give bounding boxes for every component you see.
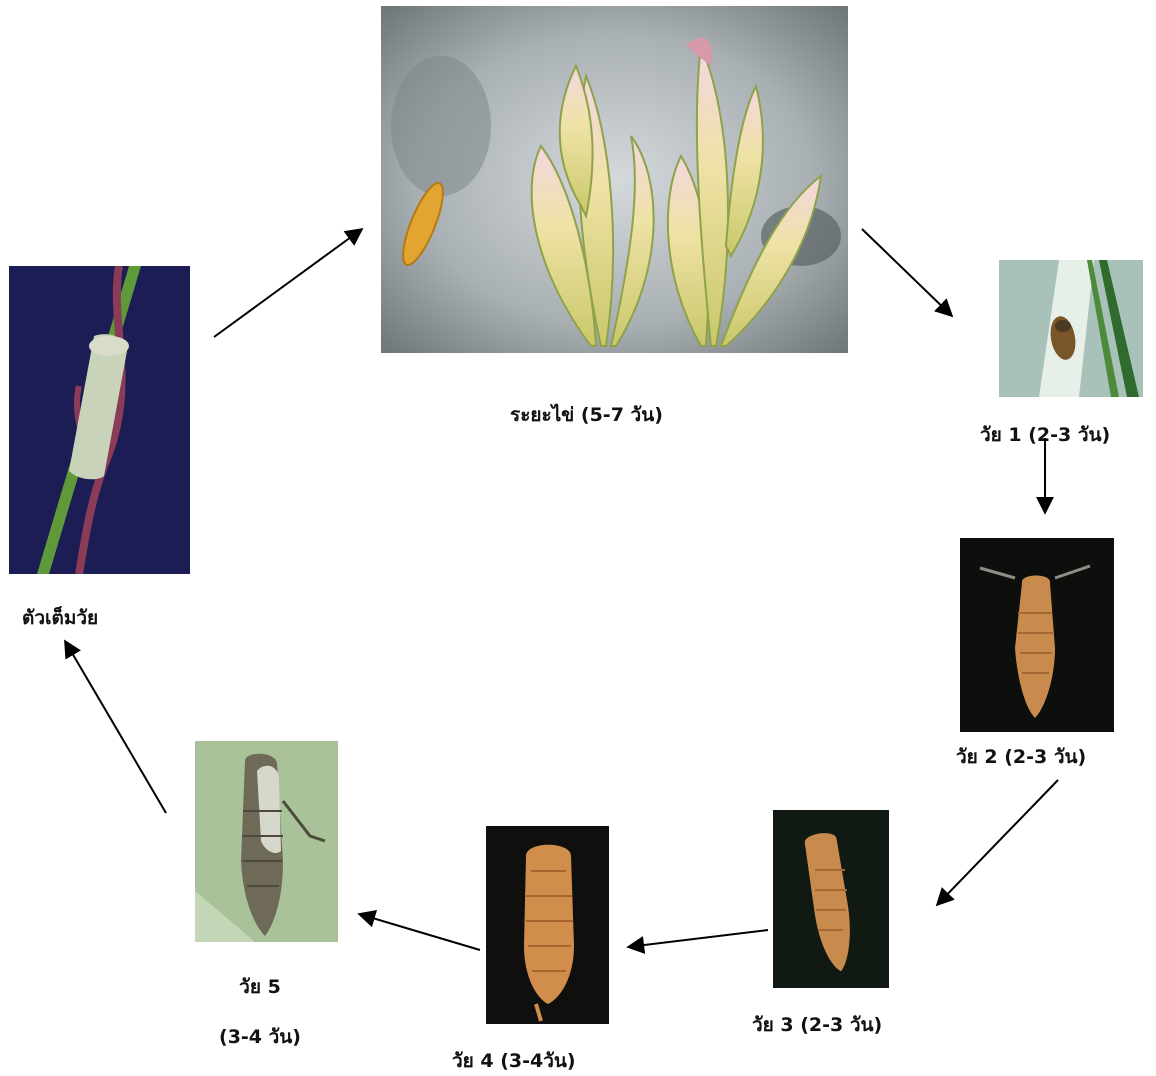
- nymph-2-label: วัย 2 (2-3 วัน): [956, 742, 1156, 772]
- nymph-5-photo: [195, 741, 338, 942]
- nymph-3-label: วัย 3 (2-3 วัน): [752, 1010, 952, 1040]
- nymph-5-label: วัย 5: [200, 972, 320, 1002]
- arrow-adult-to-egg: [214, 229, 362, 337]
- nymph-5-duration-label: (3-4 วัน): [200, 1022, 320, 1052]
- egg-stage-label: ระยะไข่ (5-7 วัน): [510, 400, 730, 430]
- nymph-3-photo: [773, 810, 889, 988]
- nymph-2-photo: [960, 538, 1114, 732]
- adult-label: ตัวเต็มวัย: [22, 603, 182, 633]
- arrow-nymph4-to-nymph5: [359, 914, 480, 950]
- adult-photo: [9, 266, 190, 574]
- egg-stage-photo: [381, 6, 848, 353]
- arrow-nymph3-to-nymph4: [628, 930, 768, 947]
- arrow-nymph2-to-nymph3: [937, 780, 1058, 905]
- arrow-nymph5-to-adult: [65, 641, 166, 813]
- nymph-1-photo: [999, 260, 1143, 397]
- nymph-1-label: วัย 1 (2-3 วัน): [980, 420, 1156, 450]
- nymph-4-photo: [486, 826, 609, 1024]
- arrow-egg-to-nymph1: [862, 229, 952, 316]
- nymph-4-label: วัย 4 (3-4วัน): [452, 1046, 652, 1076]
